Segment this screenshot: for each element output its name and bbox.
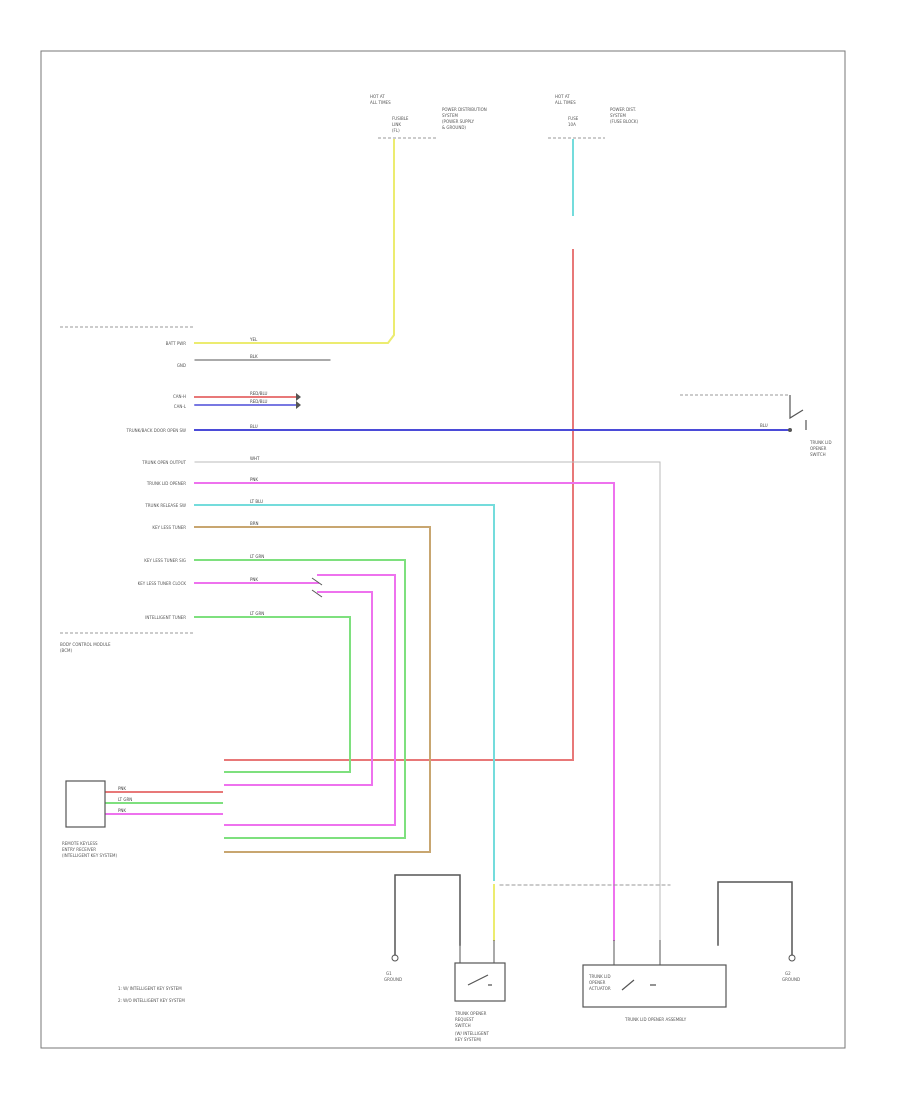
svg-text:SYSTEM: SYSTEM [442,113,458,118]
pin-label: TRUNK OPEN OUTPUT [141,460,186,465]
request-switch: TRUNK OPENER REQUEST SWITCH (W/ INTELLIG… [454,940,506,1042]
bottom-right-ground: G2 GROUND [782,954,800,982]
svg-text:G1: G1 [386,971,392,976]
svg-text:(POWER SUPPLY: (POWER SUPPLY [442,119,475,124]
svg-text:TRUNK OPENER: TRUNK OPENER [454,1011,487,1016]
svg-text:TRUNK LID: TRUNK LID [809,440,832,445]
diagram-frame [40,50,846,1049]
svg-text:OPENER: OPENER [810,446,827,451]
module-pin-labels: BATT PWR GND CAN-H CAN-L TRUNK/BACK DOOR… [60,341,187,653]
svg-text:WHT: WHT [250,456,260,461]
wire-tan [194,526,431,853]
svg-text:BODY CONTROL MODULE: BODY CONTROL MODULE [60,642,111,647]
pin-label: CAN-H [173,394,186,399]
svg-text:1: W/ INTELLIGENT KEY SYSTEM: 1: W/ INTELLIGENT KEY SYSTEM [118,986,182,991]
svg-text:KEY SYSTEM): KEY SYSTEM) [455,1037,482,1042]
svg-text:PNK: PNK [250,577,258,582]
svg-text:POWER DIST.: POWER DIST. [610,107,636,112]
wire-green-intel [194,616,351,773]
svg-text:REMOTE KEYLESS: REMOTE KEYLESS [62,841,98,846]
right-switch: TRUNK LID OPENER SWITCH BLU [680,394,832,457]
module-switch-icon [311,577,323,598]
svg-text:PNK: PNK [118,786,126,791]
svg-text:& GROUND): & GROUND) [442,125,466,130]
pin-label: BATT PWR [166,341,187,346]
svg-text:(BCM): (BCM) [60,648,72,653]
svg-text:ACTUATOR: ACTUATOR [589,986,611,991]
svg-text:BLU: BLU [760,423,768,428]
svg-text:POWER DISTRIBUTION: POWER DISTRIBUTION [442,107,487,112]
fuse-box-right: HOT AT ALL TIMES FUSE 10A POWER DIST. SY… [548,94,639,139]
svg-text:LT BLU: LT BLU [250,499,263,504]
wire-green-sig [194,559,406,839]
wire-magenta-clock-2 [224,574,396,826]
wire-tags: YEL BLK RED/BLU RED/BLU BLU WHT PNK LT B… [249,337,268,616]
svg-text:(FUSE BLOCK): (FUSE BLOCK) [610,119,639,124]
svg-text:G2: G2 [785,971,791,976]
svg-text:(INTELLIGENT KEY SYSTEM): (INTELLIGENT KEY SYSTEM) [62,853,117,858]
wire-bottom-left [394,874,461,956]
pin-label: TRUNK RELEASE SW [144,503,186,508]
svg-text:OPENER: OPENER [589,980,606,985]
svg-text:ALL TIMES: ALL TIMES [370,100,391,105]
svg-text:GROUND: GROUND [782,977,800,982]
wire-gray [194,461,661,941]
svg-text:LINK: LINK [392,122,401,127]
svg-text:BLU: BLU [250,424,258,429]
svg-text:YEL: YEL [249,337,258,342]
svg-text:PNK: PNK [250,477,258,482]
svg-text:TRUNK LID OPENER ASSEMBLY: TRUNK LID OPENER ASSEMBLY [624,1017,687,1022]
pin-label: GND [177,363,186,368]
svg-text:SWITCH: SWITCH [455,1023,471,1028]
svg-text:BRN: BRN [250,521,259,526]
svg-text:LT GRN: LT GRN [250,611,264,616]
sensor-box: REMOTE KEYLESS ENTRY RECEIVER (INTELLIGE… [62,780,132,858]
wire-batt-yellow [194,139,395,344]
can-arrow [296,393,301,409]
svg-text:ALL TIMES: ALL TIMES [555,100,576,105]
svg-text:TRUNK LID: TRUNK LID [588,974,611,979]
wire-fuse-red [224,249,574,761]
svg-text:RED/BLU: RED/BLU [250,399,268,404]
pin-label: INTELLIGENT TUNER [145,615,186,620]
opener-assembly: TRUNK LID OPENER ACTUATOR TRUNK LID OPEN… [582,940,727,1022]
svg-text:(W/ INTELLIGENT: (W/ INTELLIGENT [455,1031,490,1036]
svg-text:SYSTEM: SYSTEM [610,113,626,118]
svg-text:FUSIBLE: FUSIBLE [392,116,409,121]
pin-label: TRUNK LID OPENER [146,481,186,486]
notes: 1: W/ INTELLIGENT KEY SYSTEM 2: W/O INTE… [118,986,185,1003]
wire-magenta-opener [194,482,615,941]
svg-text:RED/BLU: RED/BLU [250,391,268,396]
svg-text:PNK: PNK [118,808,126,813]
svg-text:HOT AT: HOT AT [555,94,570,99]
svg-text:10A: 10A [568,122,576,127]
svg-text:HOT AT: HOT AT [370,94,385,99]
svg-text:ENTRY RECEIVER: ENTRY RECEIVER [62,847,96,852]
svg-text:2: W/O INTELLIGENT KEY SYSTEM: 2: W/O INTELLIGENT KEY SYSTEM [118,998,185,1003]
svg-text:GROUND: GROUND [384,977,402,982]
svg-text:BLK: BLK [250,354,258,359]
pin-label: KEY LESS TUNER SIG [144,558,186,563]
svg-text:FUSE: FUSE [568,116,579,121]
wire-magenta-clock-3 [224,591,373,786]
pin-label: KEY LESS TUNER CLOCK [138,581,187,586]
pin-label: CAN-L [174,404,187,409]
pin-label: TRUNK/BACK DOOR OPEN SW [126,428,187,433]
svg-text:REQUEST: REQUEST [455,1017,474,1022]
bottom-left-ground: G1 GROUND [384,954,402,982]
fuse-box-left: HOT AT ALL TIMES FUSIBLE LINK (FL) POWER… [370,94,487,139]
wire-cyan-release [194,504,495,881]
pin-label: KEY LESS TUNER [152,525,186,530]
svg-text:SWITCH: SWITCH [810,452,826,457]
svg-text:LT GRN: LT GRN [250,554,264,559]
wire-bottom-right [717,881,793,956]
svg-text:LT GRN: LT GRN [118,797,132,802]
svg-text:(FL): (FL) [392,128,400,133]
